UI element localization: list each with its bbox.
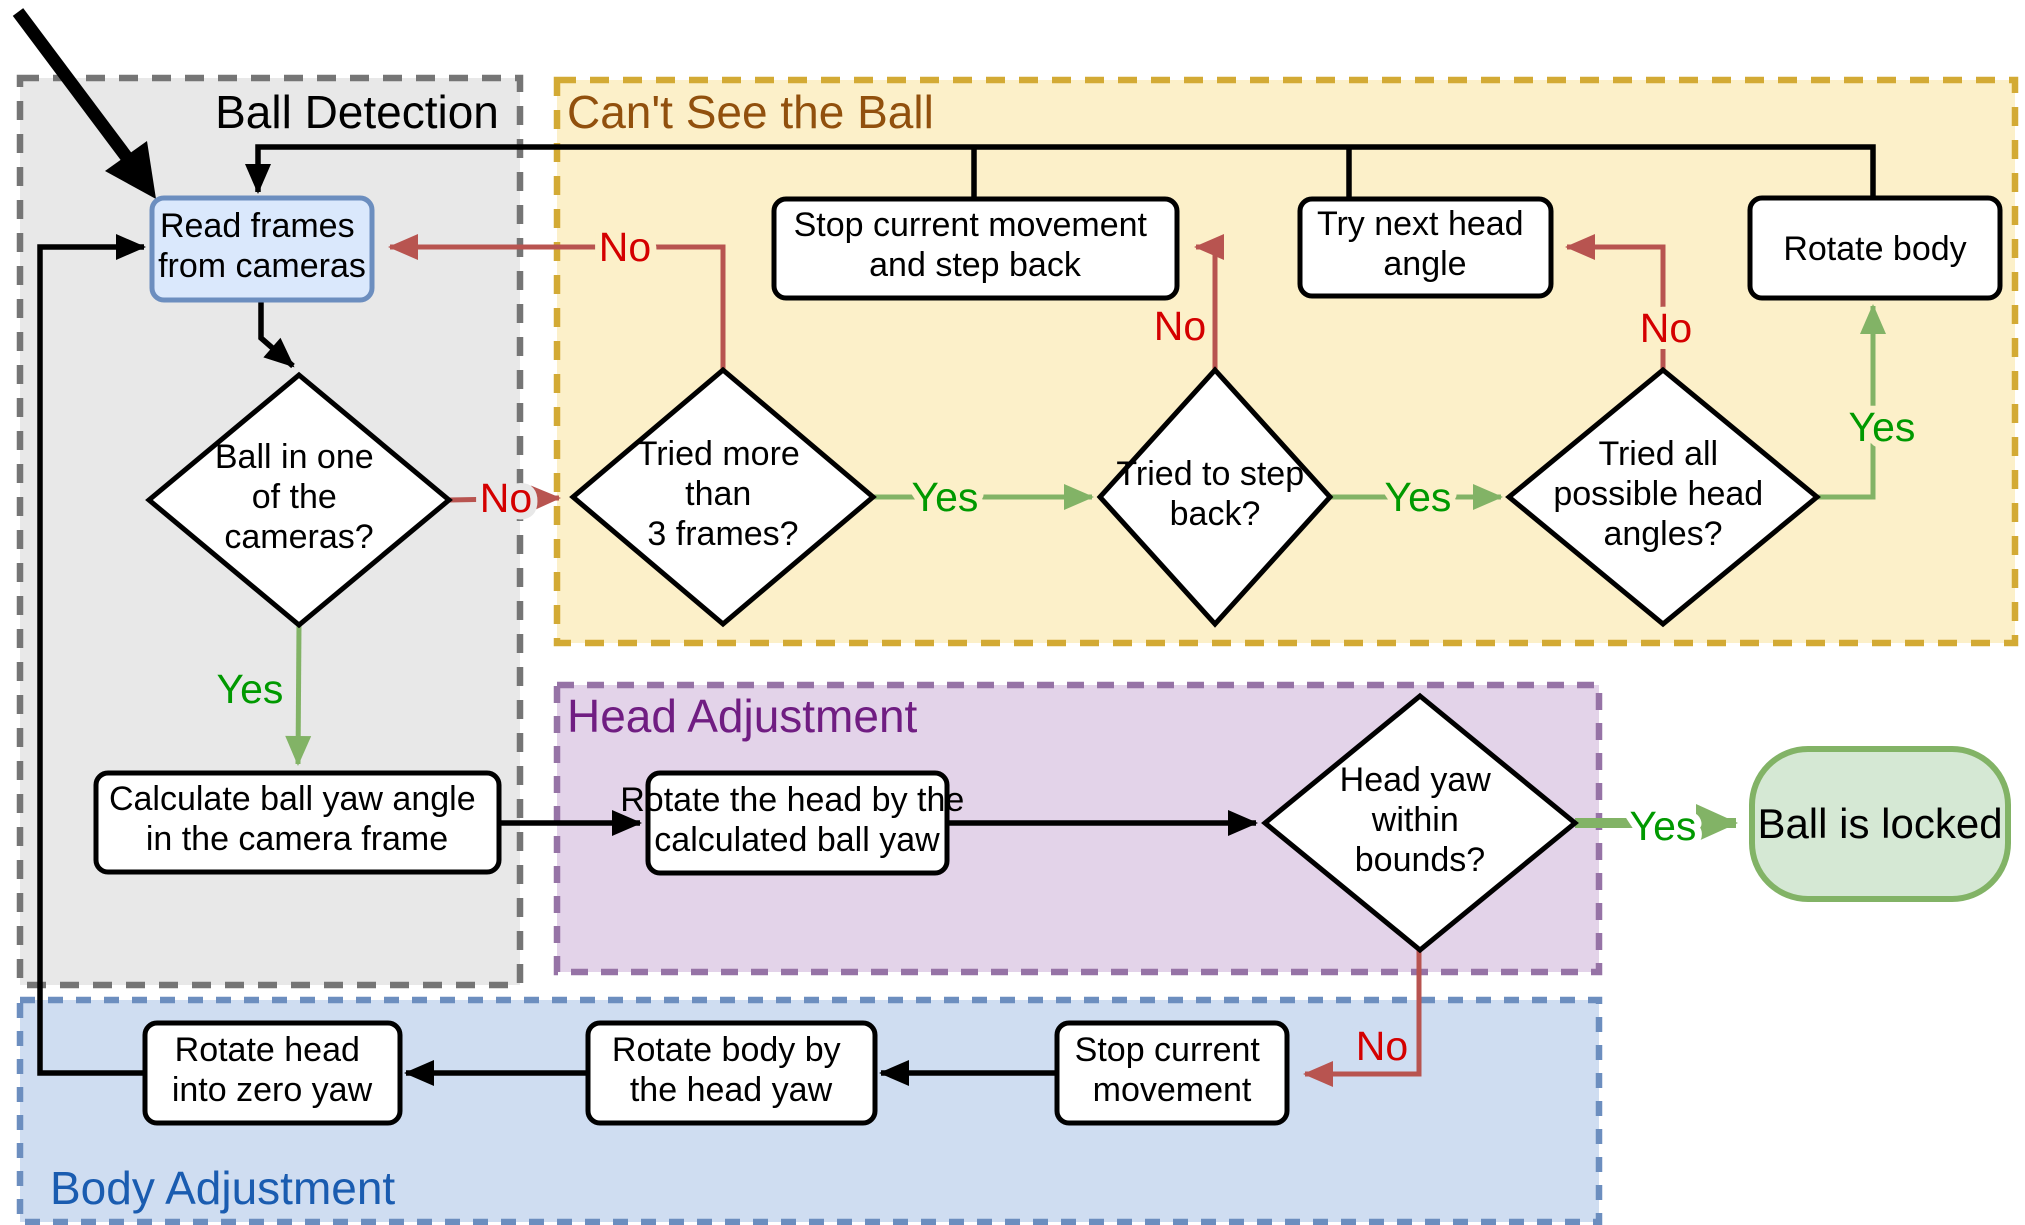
svg-text:Ball is locked: Ball is locked bbox=[1757, 800, 2002, 847]
label-yes-tried-all-angles: Yes bbox=[1849, 404, 1916, 450]
node-rotate-head-by-yaw-label: Rotate the head by the bbox=[620, 781, 964, 819]
node-try-next-head bbox=[1297, 196, 1554, 299]
label-yes-head-yaw-bounds: Yes bbox=[1630, 803, 1697, 849]
node-ball-locked bbox=[1749, 746, 2011, 902]
node-tried-all-angles bbox=[1505, 366, 1821, 628]
svg-text:Calculate ball yaw angle i: Calculate ball yaw angle in the camera f… bbox=[109, 780, 485, 858]
node-calc-ball-yaw-label: Calculate ball yaw angle bbox=[109, 780, 476, 818]
node-calc-ball-yaw bbox=[93, 770, 502, 875]
svg-text:Stop current movement and: Stop current movement and step back bbox=[794, 206, 1157, 284]
node-stop-step-back bbox=[771, 196, 1180, 301]
edge-no-triedstepback-to-stopstepback bbox=[1194, 234, 1224, 370]
edge-no-headyawbounds-to-stopmovement bbox=[1303, 950, 1422, 1087]
node-tried-step-back-label: Tried to step bbox=[1116, 455, 1304, 493]
edge-rotateheadzero-to-readframes bbox=[37, 234, 146, 1076]
node-rotate-body-label: Rotate body bbox=[1783, 230, 1966, 268]
node-ball-in-cameras bbox=[145, 371, 453, 629]
svg-text:Rotate head into zero yaw: Rotate head into zero yaw bbox=[172, 1031, 373, 1109]
node-rotate-head-zero-label: Rotate head bbox=[175, 1031, 360, 1069]
svg-text:Read frames from cameras: Read frames from cameras bbox=[158, 207, 366, 285]
edge-return-rail-to-readframes bbox=[245, 144, 1876, 198]
node-stop-movement-label: Stop current bbox=[1075, 1031, 1261, 1069]
svg-text:Head yaw within bounds: Head yaw within bounds? bbox=[1340, 761, 1501, 879]
node-rotate-body-by-yaw-label: Rotate body by bbox=[612, 1031, 841, 1069]
region-title-ball-detection: Ball Detection bbox=[215, 86, 499, 138]
edge-yes-ballincameras-to-calcyaw bbox=[285, 624, 312, 766]
label-no-ball-in-cameras: No bbox=[480, 475, 532, 521]
svg-text:Try next head angle: Try next head angle bbox=[1317, 205, 1533, 283]
label-yes-tried-3-frames: Yes bbox=[912, 474, 979, 520]
edge-readframes-to-ballincameras bbox=[258, 300, 295, 369]
node-rotate-head-by-yaw bbox=[645, 770, 950, 876]
region-title-head-adjustment: Head Adjustment bbox=[567, 690, 918, 742]
label-no-tried-all-angles: No bbox=[1640, 305, 1692, 351]
node-ball-locked-label: Ball is locked bbox=[1757, 800, 2002, 847]
svg-text:Stop current movement: Stop current movement bbox=[1075, 1031, 1270, 1109]
node-rotate-head-zero bbox=[142, 1020, 403, 1126]
node-head-yaw-bounds-label: Head yaw bbox=[1340, 761, 1492, 799]
node-tried-3-frames-label: Tried more bbox=[637, 435, 800, 473]
node-tried-step-back bbox=[1096, 366, 1334, 628]
node-rotate-body bbox=[1747, 195, 2003, 301]
start-arrowhead-icon bbox=[105, 141, 156, 199]
region-title-body-adjustment: Body Adjustment bbox=[50, 1162, 395, 1214]
label-yes-ball-in-cameras: Yes bbox=[217, 666, 284, 712]
svg-text:Tried to step back?: Tried to step back? bbox=[1116, 455, 1313, 533]
svg-text:Tried all possible head: Tried all possible head angles? bbox=[1553, 435, 1772, 553]
start-arrow bbox=[12, 8, 134, 163]
label-no-tried-3-frames: No bbox=[599, 224, 651, 270]
edge-no-tried3frames-to-readframes bbox=[388, 234, 726, 370]
edge-yes-triedallangles-to-rotatebody bbox=[1817, 304, 1886, 500]
label-no-head-yaw-bounds: No bbox=[1356, 1023, 1408, 1069]
label-yes-tried-step-back: Yes bbox=[1385, 474, 1452, 520]
node-stop-movement bbox=[1054, 1020, 1290, 1126]
svg-text:Tried more than 3 fram: Tried more than 3 frames? bbox=[637, 435, 810, 553]
node-ball-in-cameras-label: Ball in one bbox=[215, 438, 374, 476]
label-no-tried-step-back: No bbox=[1154, 303, 1206, 349]
node-read-frames-label: Read frames bbox=[160, 207, 355, 245]
svg-text:Ball in one of the cam: Ball in one of the cameras? bbox=[215, 438, 383, 556]
node-try-next-head-label: Try next head bbox=[1317, 205, 1524, 243]
svg-text:Rotate body: Rotate body bbox=[1783, 230, 1966, 268]
edge-no-ballincameras-to-tried3frames bbox=[448, 485, 561, 512]
node-tried-all-angles-label: Tried all bbox=[1598, 435, 1718, 473]
svg-text:Rotate the head by the cal: Rotate the head by the calculated ball y… bbox=[620, 781, 974, 859]
node-read-frames bbox=[149, 195, 375, 303]
edge-no-triedallangles-to-trynexthead bbox=[1565, 234, 1666, 370]
node-tried-3-frames bbox=[569, 366, 877, 628]
region-title-cant-see-ball: Can't See the Ball bbox=[567, 86, 934, 138]
node-rotate-body-by-yaw bbox=[585, 1020, 878, 1126]
node-stop-step-back-label: Stop current movement bbox=[794, 206, 1148, 244]
node-head-yaw-bounds bbox=[1261, 692, 1579, 954]
svg-text:Rotate body by the head ya: Rotate body by the head yaw bbox=[612, 1031, 850, 1109]
